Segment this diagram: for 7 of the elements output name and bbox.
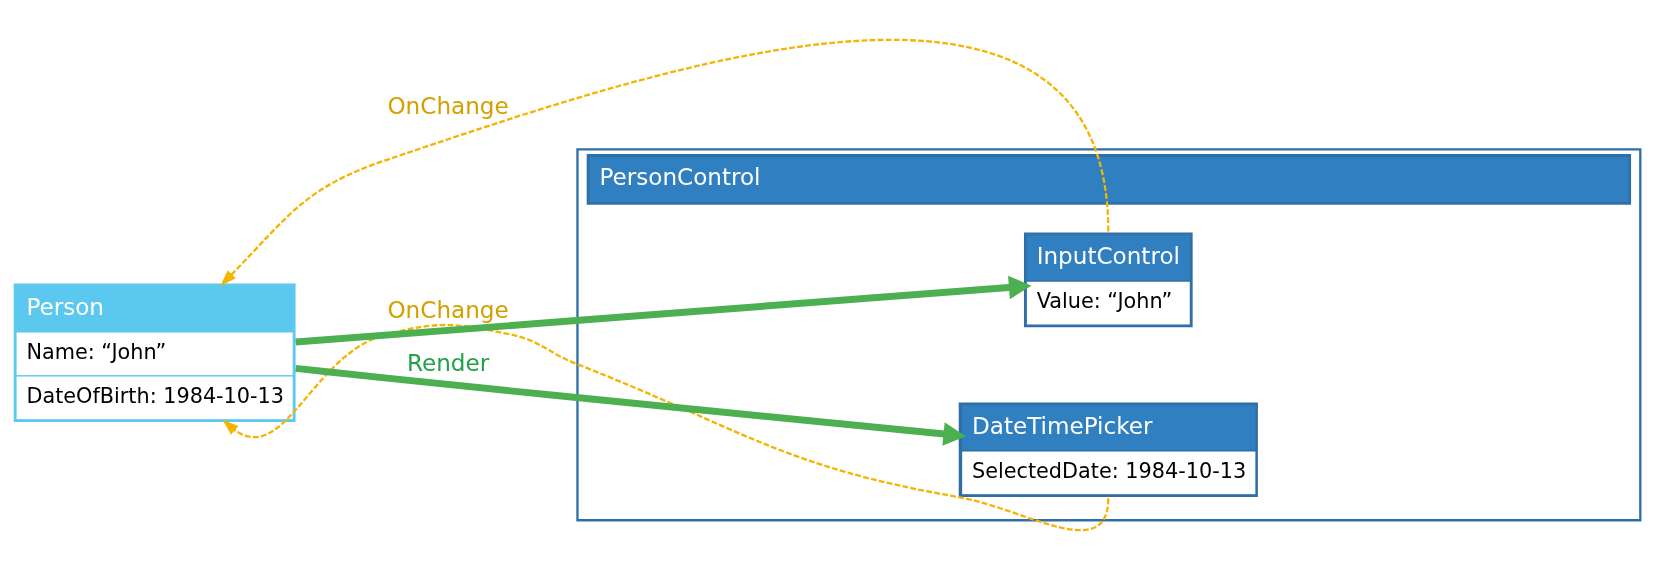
edge-label: OnChange	[387, 297, 509, 324]
arrow	[295, 364, 966, 446]
edge-label: OnChange	[387, 92, 509, 119]
edge-label: Render	[406, 350, 490, 377]
arrow	[295, 275, 1032, 346]
arrow	[220, 39, 1110, 286]
arrow	[222, 323, 1110, 531]
